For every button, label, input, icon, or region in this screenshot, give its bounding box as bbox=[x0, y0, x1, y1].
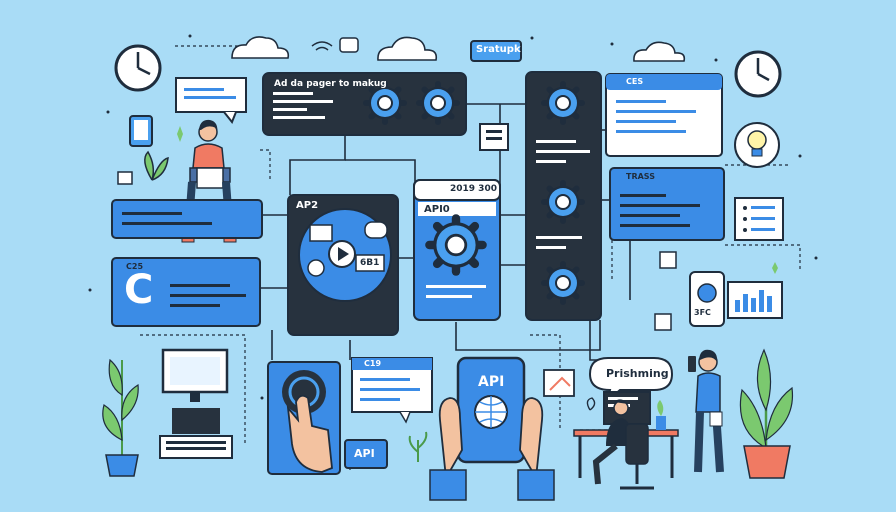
dark-panel-top bbox=[262, 72, 467, 136]
chart-monitor bbox=[727, 281, 783, 319]
touch-panel bbox=[267, 361, 341, 475]
lightbulb-icon bbox=[734, 122, 780, 168]
right-blue-panel bbox=[605, 73, 723, 157]
list-card bbox=[734, 197, 784, 241]
plant-left bbox=[102, 358, 139, 477]
left-blue-panel bbox=[111, 257, 261, 327]
left-blue-title: C25 bbox=[126, 262, 144, 271]
bubble-label: 6B1 bbox=[360, 258, 380, 268]
desktop-computer bbox=[159, 348, 233, 459]
sparkle-icon bbox=[772, 262, 778, 274]
api-center-title: API0 bbox=[424, 204, 450, 215]
api-tag bbox=[344, 439, 388, 469]
right-mid-panel bbox=[609, 167, 725, 241]
api-left-title: AP2 bbox=[296, 200, 319, 211]
plant-icon bbox=[144, 150, 169, 181]
chat-icon bbox=[339, 37, 359, 53]
sparkle-icon bbox=[177, 126, 183, 142]
right-mid-title: TRASS bbox=[626, 172, 655, 181]
small-chip-icon bbox=[659, 251, 677, 269]
left-blue-glyph: C bbox=[124, 267, 154, 313]
phone-label: API bbox=[478, 374, 505, 390]
desk-workspace bbox=[573, 391, 679, 490]
api-left-panel bbox=[287, 194, 399, 336]
tablet-label: 3FC bbox=[694, 308, 711, 317]
dark-panel-title: Ad da pager to makug bbox=[274, 79, 387, 89]
sprout-icon bbox=[408, 431, 428, 462]
speech-bubble-topleft bbox=[175, 77, 247, 124]
phone-in-hands bbox=[429, 356, 555, 501]
left-blue-panel-small bbox=[111, 199, 263, 239]
plant-right bbox=[739, 348, 794, 479]
tablet-device bbox=[689, 271, 725, 327]
sparkles bbox=[88, 34, 818, 400]
clouds bbox=[231, 36, 686, 62]
speech-label: Prishming bbox=[606, 367, 669, 380]
wifi-icon bbox=[311, 41, 333, 51]
dark-panel-tall bbox=[525, 71, 602, 321]
phone-icon bbox=[129, 115, 153, 147]
small-chip-icon bbox=[654, 313, 672, 331]
bottom-code-window bbox=[351, 357, 433, 424]
right-blue-title: CES bbox=[626, 77, 644, 86]
bottom-code-title: C19 bbox=[364, 359, 382, 368]
document-icon bbox=[479, 123, 509, 151]
top-badge bbox=[470, 40, 522, 62]
picture-frame-icon bbox=[543, 369, 575, 397]
clock-icon bbox=[114, 44, 162, 92]
clock-icon bbox=[734, 50, 782, 98]
standing-person bbox=[688, 349, 724, 473]
top-badge-label: Sratupk bbox=[476, 44, 521, 55]
api-center-panel bbox=[413, 179, 501, 321]
camera-icon bbox=[117, 171, 133, 185]
api-center-numbers: 2019 300 bbox=[450, 184, 497, 194]
api-tag-label: API bbox=[354, 447, 375, 460]
speech-bubble-prishming bbox=[588, 357, 674, 403]
